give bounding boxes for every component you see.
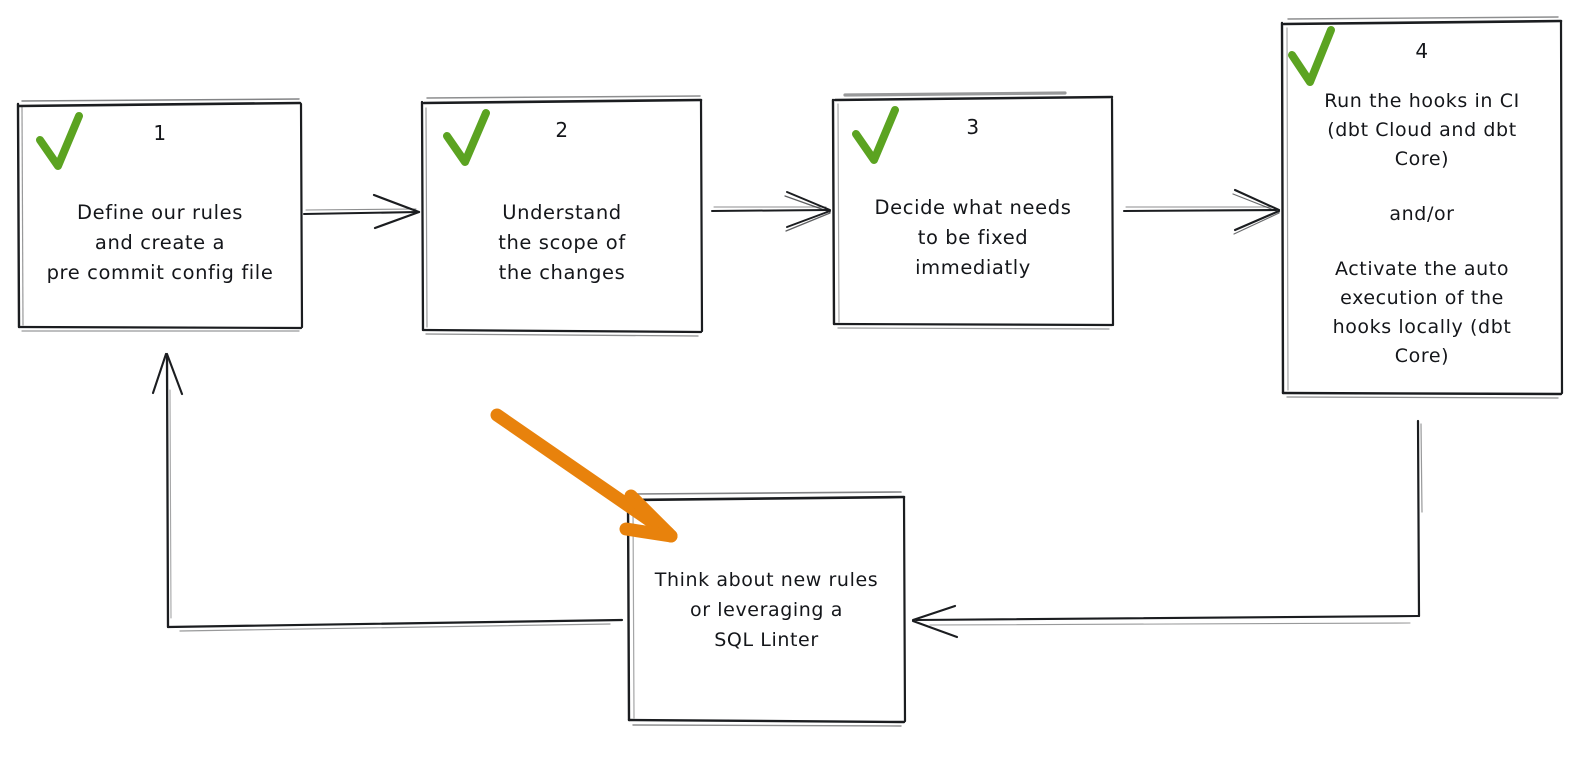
flow-node-understand-scope[interactable]: 2 Understand the scope of the changes	[422, 100, 702, 332]
flow-node-define-rules[interactable]: 1 Define our rules and create a pre comm…	[18, 103, 302, 329]
flow-node-think-new-rules[interactable]: Think about new rules or leveraging a SQ…	[628, 497, 905, 722]
node-2-body: Understand the scope of the changes	[422, 162, 702, 332]
node-5-body: Think about new rules or leveraging a SQ…	[628, 565, 905, 722]
flow-node-decide-fixes[interactable]: 3 Decide what needs to be fixed immediat…	[833, 97, 1113, 325]
node-1-body: Define our rules and create a pre commit…	[18, 165, 302, 329]
node-4-body: Run the hooks in CI (dbt Cloud and dbt C…	[1282, 87, 1562, 395]
node-4-header: 4	[1282, 21, 1562, 87]
node-4-text-line: Activate the auto	[1334, 258, 1510, 280]
node-3-text-line: Decide what needs	[874, 196, 1072, 219]
arrow-node5-to-node1	[151, 352, 624, 632]
node-2-header: 2	[422, 100, 702, 162]
node-1-text-line: pre commit config file	[46, 261, 274, 284]
flow-node-run-hooks-ci[interactable]: 4 Run the hooks in CI (dbt Cloud and dbt…	[1282, 21, 1562, 395]
node-2-text-line: the scope of	[498, 231, 626, 254]
arrow-node4-to-node5	[911, 419, 1423, 639]
arrow-node1-to-node2	[302, 193, 421, 230]
node-3-body: Decide what needs to be fixed immediatly	[833, 159, 1113, 325]
arrow-node3-to-node4	[1122, 188, 1281, 235]
node-1-text-line: and create a	[94, 231, 226, 254]
node-4-text-line: Run the hooks in CI	[1324, 90, 1520, 112]
node-4-text-line: and/or	[1389, 203, 1455, 225]
node-4-text-line: Core)	[1394, 148, 1450, 170]
node-5-text-line: SQL Linter	[714, 629, 819, 651]
node-1-text-line: Define our rules	[77, 201, 243, 224]
node-2-number: 2	[555, 118, 569, 142]
node-4-text-line: Core)	[1394, 345, 1450, 367]
node-3-number: 3	[966, 115, 980, 139]
node-1-number: 1	[153, 121, 167, 145]
node-2-text-line: Understand	[502, 201, 622, 224]
node-3-header: 3	[833, 97, 1113, 159]
arrow-node2-to-node3	[711, 191, 831, 232]
node-1-header: 1	[18, 103, 302, 165]
node-5-header	[628, 497, 905, 565]
node-2-text-line: the changes	[498, 261, 626, 284]
node-5-text-line: Think about new rules	[654, 569, 879, 591]
node-4-text-line: execution of the	[1340, 287, 1504, 309]
node-3-text-line: to be fixed	[917, 226, 1029, 249]
node-4-text-line: (dbt Cloud and dbt	[1327, 119, 1517, 141]
node-4-text-line: hooks locally (dbt	[1332, 316, 1512, 338]
node-3-text-line: immediatly	[915, 256, 1031, 279]
node-5-text-line: or leveraging a	[690, 599, 843, 621]
node-4-number: 4	[1415, 39, 1429, 63]
